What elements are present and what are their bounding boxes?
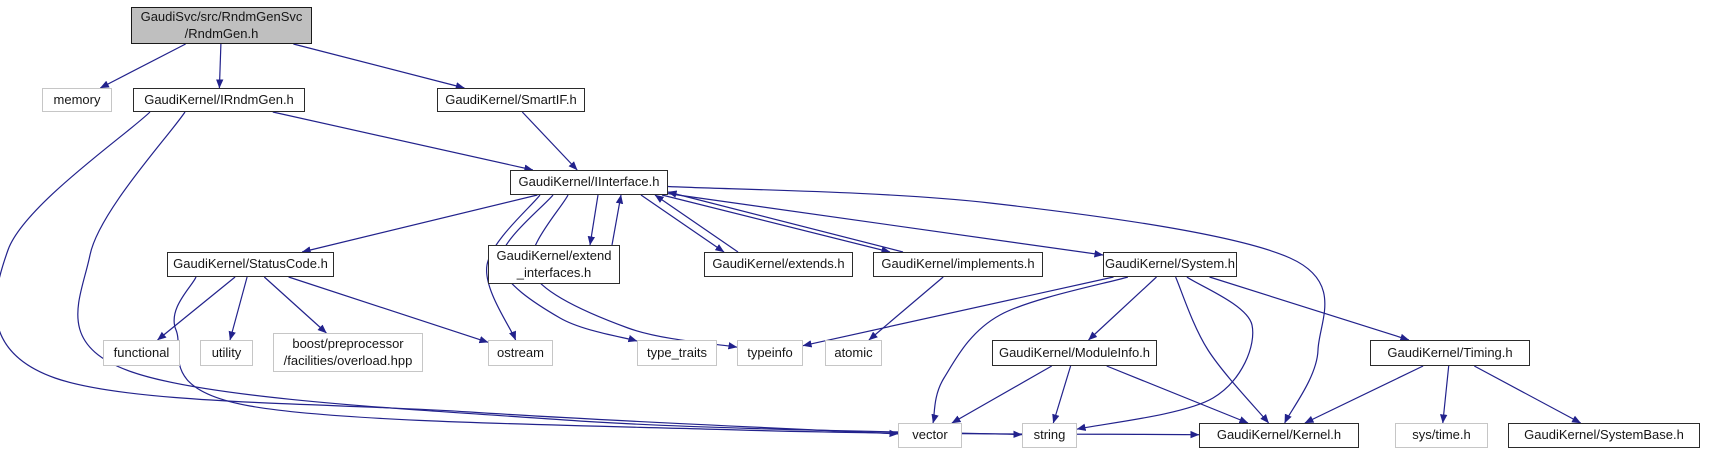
node-moduleinfo[interactable]: GaudiKernel/ModuleInfo.h <box>992 340 1157 366</box>
edge-moduleinfo-to-string <box>1052 365 1072 424</box>
edge-extends-to-iinterface <box>654 194 739 253</box>
node-iinterface[interactable]: GaudiKernel/IInterface.h <box>510 170 668 195</box>
edge-irndmgen-to-vector <box>0 111 899 438</box>
edge-system-to-kernel <box>1175 276 1270 424</box>
edge-irndmgen-to-iinterface <box>272 111 534 172</box>
node-rndmgen: GaudiSvc/src/RndmGenSvc /RndmGen.h <box>131 7 312 44</box>
node-memory: memory <box>42 88 112 112</box>
node-system[interactable]: GaudiKernel/System.h <box>1103 252 1237 277</box>
edge-system-to-timing <box>1209 276 1410 341</box>
edge-iinterface-to-implements <box>661 194 891 254</box>
node-systime: sys/time.h <box>1395 423 1488 448</box>
edge-statuscode-to-functional <box>157 276 236 341</box>
edge-timing-to-systime <box>1440 365 1450 424</box>
node-functional: functional <box>103 340 180 366</box>
edge-moduleinfo-to-kernel <box>1106 365 1249 424</box>
edge-timing-to-kernel <box>1304 365 1424 424</box>
edge-moduleinfo-to-vector <box>951 365 1052 424</box>
edge-statuscode-to-boost <box>263 276 327 334</box>
edge-statuscode-to-kernel <box>173 276 1200 439</box>
node-statuscode[interactable]: GaudiKernel/StatusCode.h <box>167 252 334 277</box>
edge-system-to-moduleinfo <box>1088 276 1157 341</box>
edge-iinterface-to-system <box>667 193 1104 258</box>
edge-rndmgen-to-smartif <box>293 43 465 90</box>
node-timing[interactable]: GaudiKernel/Timing.h <box>1370 340 1530 366</box>
edge-implements-to-iinterface <box>667 190 904 253</box>
edge-irndmgen-to-string <box>77 111 1023 439</box>
edge-iinterface-to-extends <box>640 194 725 253</box>
edge-system-to-typeinfo <box>802 276 1114 348</box>
node-vector: vector <box>898 423 962 448</box>
node-implements[interactable]: GaudiKernel/implements.h <box>873 252 1043 277</box>
node-extends[interactable]: GaudiKernel/extends.h <box>704 252 853 277</box>
edge-statuscode-to-utility <box>228 276 248 341</box>
node-utility: utility <box>200 340 253 366</box>
node-irndmgen[interactable]: GaudiKernel/IRndmGen.h <box>133 88 305 112</box>
node-typetraits: type_traits <box>637 340 717 366</box>
edge-timing-to-systembase <box>1474 365 1582 424</box>
node-atomic: atomic <box>825 340 882 366</box>
edge-smartif-to-iinterface <box>521 111 578 171</box>
edge-system-to-string <box>1076 276 1254 431</box>
node-extendif[interactable]: GaudiKernel/extend _interfaces.h <box>488 245 620 284</box>
edge-iinterface-to-extendif <box>587 194 599 246</box>
node-typeinfo: typeinfo <box>737 340 803 366</box>
edge-iinterface-to-statuscode <box>301 194 538 254</box>
node-systembase[interactable]: GaudiKernel/SystemBase.h <box>1508 423 1700 448</box>
edge-iinterface-to-kernel <box>667 185 1326 424</box>
edge-rndmgen-to-irndmgen <box>215 43 224 89</box>
edge-rndmgen-to-memory <box>99 43 186 89</box>
node-string: string <box>1022 423 1077 448</box>
node-smartif[interactable]: GaudiKernel/SmartIF.h <box>437 88 585 112</box>
edge-extendif-to-iinterface <box>611 194 624 246</box>
edge-statuscode-to-ostream <box>288 276 489 344</box>
node-ostream: ostream <box>488 340 553 366</box>
edge-iinterface-to-ostream <box>486 194 541 341</box>
edge-iinterface-to-typetraits <box>499 194 638 343</box>
node-kernel[interactable]: GaudiKernel/Kernel.h <box>1199 423 1359 448</box>
edge-system-to-vector <box>931 276 1129 424</box>
edge-implements-to-atomic <box>868 276 944 341</box>
node-boost: boost/preprocessor /facilities/overload.… <box>273 333 423 372</box>
